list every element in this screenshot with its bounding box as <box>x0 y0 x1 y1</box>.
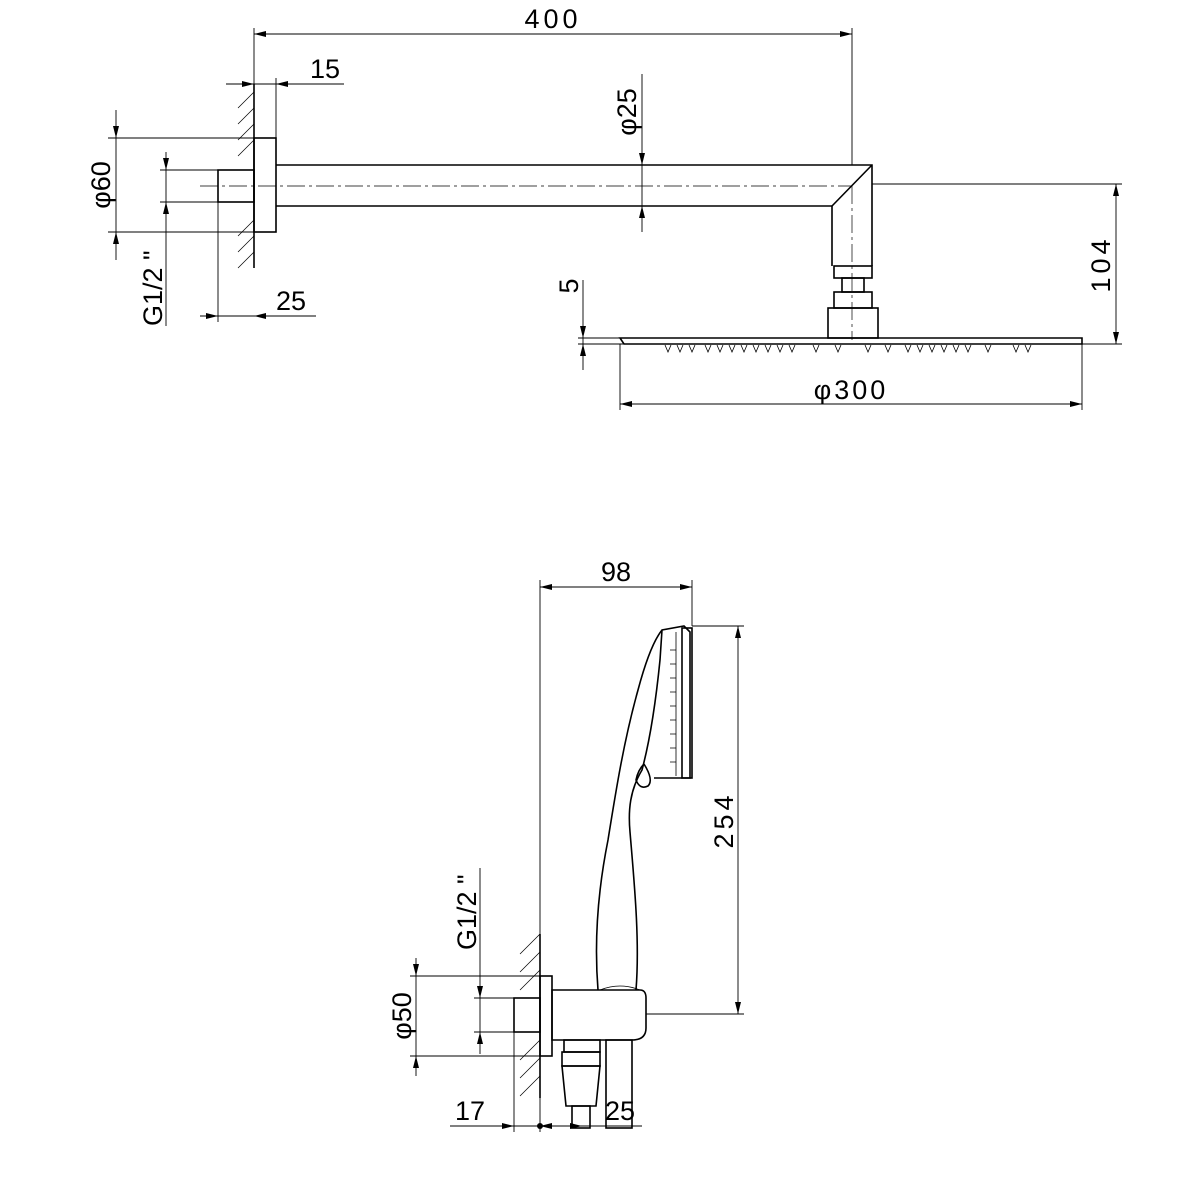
dim-text-phi60: φ60 <box>86 161 116 209</box>
dim-text-17: 17 <box>455 1096 485 1126</box>
dim-thread-length: 25 <box>200 202 316 322</box>
dim-text-thread-bottom: G1/2 " <box>452 874 482 950</box>
dim-text-5: 5 <box>554 278 584 293</box>
shower-head-nozzles <box>664 344 1032 354</box>
dim-hand-height: 254 <box>646 625 744 1015</box>
wall-hatching-top <box>237 91 255 269</box>
dim-head-thickness: 5 <box>554 278 624 370</box>
hand-shower-nozzles <box>670 649 676 763</box>
dim-arm-diameter: φ25 <box>612 74 645 232</box>
dim-text-254: 254 <box>709 791 739 848</box>
dim-text-104: 104 <box>1086 235 1116 292</box>
dim-text-phi50: φ50 <box>387 992 417 1040</box>
hand-shower-drawing: 98 254 G1/2 " φ50 <box>387 557 744 1132</box>
dim-hose-offset: 25 <box>539 1096 642 1132</box>
dim-drop-height: 104 <box>872 183 1122 345</box>
overhead-shower-drawing: 400 15 φ60 G1/2 " <box>86 4 1122 410</box>
dim-text-400: 400 <box>524 4 581 34</box>
dim-thread-top: G1/2 " <box>138 152 218 326</box>
dim-text-15: 15 <box>310 54 340 84</box>
dim-text-98: 98 <box>601 557 631 587</box>
dim-outlet-diameter: φ50 <box>387 958 540 1076</box>
dim-text-phi300: φ300 <box>814 375 889 405</box>
dim-flange-thickness: 15 <box>226 54 344 138</box>
dim-text-phi25: φ25 <box>612 88 642 136</box>
dim-thread-bottom: G1/2 " <box>452 868 514 1054</box>
dim-text-25-bottom: 25 <box>605 1096 635 1126</box>
dim-hand-width: 98 <box>539 557 693 934</box>
dim-outlet-depth: 17 <box>450 1032 543 1132</box>
wall-hatching-bottom <box>519 933 541 1097</box>
dim-text-thread-top: G1/2 " <box>138 250 168 326</box>
dim-arm-length: 400 <box>253 4 853 165</box>
dim-flange-diameter: φ60 <box>86 110 254 260</box>
dim-text-25-top: 25 <box>276 286 306 316</box>
dim-head-diameter: φ300 <box>619 344 1083 410</box>
